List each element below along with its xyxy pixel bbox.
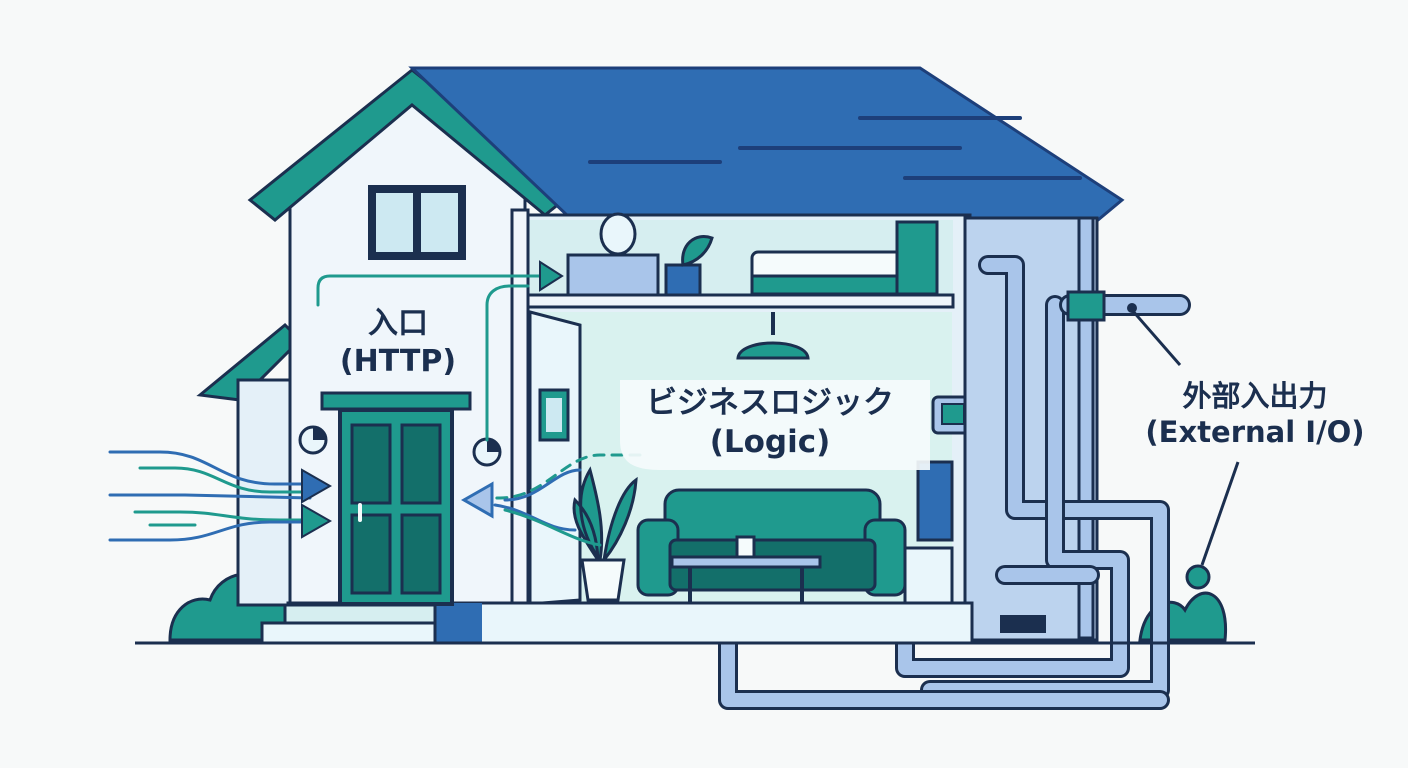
door-canopy xyxy=(320,391,472,411)
inner-door-panel xyxy=(528,310,582,606)
coffee-mug xyxy=(735,535,756,559)
entrance-label: 入口 (HTTP) xyxy=(318,305,478,380)
door-step-lower xyxy=(260,621,437,645)
logic-subtitle: (Logic) xyxy=(709,423,831,460)
pipe-node-3 xyxy=(1185,564,1211,590)
downspout xyxy=(1077,216,1095,640)
upper-plant-leaves xyxy=(681,235,714,267)
arrow-head-lower xyxy=(301,503,333,539)
external-io-subtitle: (External I/O) xyxy=(1145,415,1365,450)
floor-divider xyxy=(526,293,955,309)
gauge-icon-left xyxy=(298,425,328,455)
logic-to-door-arrows xyxy=(478,453,642,547)
external-pointer-lower xyxy=(1200,461,1240,566)
logic-label: ビジネスロジック (Logic) xyxy=(600,384,940,462)
roof-shingle-lines xyxy=(588,116,1082,180)
door-step-upper xyxy=(283,603,437,625)
external-io-label: 外部入出力 (External I/O) xyxy=(1105,378,1405,451)
main-roof xyxy=(408,66,1125,222)
mirror xyxy=(599,212,637,256)
pipe-network xyxy=(718,255,1191,710)
pipe-coupling xyxy=(1066,290,1106,322)
external-io-title: 外部入出力 xyxy=(1182,379,1328,413)
arrow-head-into-door xyxy=(460,481,494,519)
logic-callout-bubble xyxy=(620,380,930,470)
partition-wall xyxy=(510,208,530,607)
plant-pot-upper xyxy=(664,263,702,297)
flow-line-down xyxy=(485,284,530,442)
sofa-back xyxy=(663,488,882,547)
side-cabinet xyxy=(903,546,954,605)
gauge-icon-right xyxy=(472,437,502,467)
foundation-blue-block xyxy=(430,603,482,643)
entrance-subtitle: (HTTP) xyxy=(339,343,457,379)
headboard xyxy=(895,220,939,296)
flow-line-to-upper-floor xyxy=(316,274,547,307)
dresser xyxy=(566,253,660,297)
plant-pot xyxy=(580,558,626,602)
incoming-request-arrows xyxy=(108,450,317,542)
tv-screen xyxy=(916,460,954,542)
vent xyxy=(1000,615,1046,633)
arrow-head-upper xyxy=(301,468,333,504)
external-pointer-upper xyxy=(1130,309,1182,366)
ceiling-lamp xyxy=(736,341,810,360)
logic-title: ビジネスロジック xyxy=(646,385,894,421)
entrance-title: 入口 xyxy=(368,306,428,341)
